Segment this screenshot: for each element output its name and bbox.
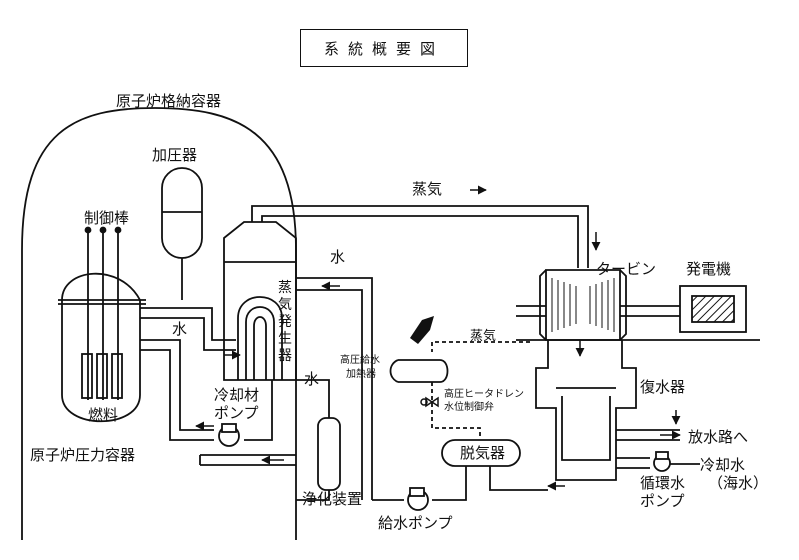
fuel-label: 燃料	[88, 406, 119, 424]
purification-label: 浄化装置	[302, 490, 363, 508]
fuel-assemblies	[81, 353, 123, 399]
water-label-left: 水	[172, 320, 188, 338]
deaerator-label: 脱気器	[460, 444, 506, 462]
turbine-label: タービン	[596, 260, 657, 278]
drain-line	[431, 382, 481, 438]
diagram-title: 系統概要図	[300, 29, 468, 67]
steam-label-top: 蒸気	[412, 180, 443, 198]
main-steam-line	[251, 205, 589, 268]
feed-pump-icon	[407, 487, 429, 511]
purification-unit	[296, 379, 341, 501]
reactor-vessel-label: 原子炉圧力容器	[30, 446, 136, 464]
coolant-pump-label-2: ポンプ	[214, 404, 259, 422]
drain-valve-icon	[420, 396, 439, 408]
turbine-blades	[551, 278, 615, 332]
hp-feedwater-heater	[389, 359, 449, 383]
leak-marker-icon	[410, 316, 434, 344]
feedwater-pump-piping	[372, 466, 548, 501]
condenser	[535, 340, 637, 481]
circulating-pump-icon	[653, 451, 671, 472]
hp-heater-label-2: 加熱器	[346, 369, 376, 380]
condenser-label: 復水器	[640, 378, 686, 396]
cooling-water-lines	[616, 429, 700, 469]
drain-valve-label-2: 水位制御弁	[444, 402, 494, 413]
generator	[679, 285, 747, 333]
control-rods	[84, 226, 122, 400]
drain-valve-label-1: 高圧ヒータドレン	[444, 389, 524, 400]
water-label-top: 水	[330, 248, 346, 266]
steam-label-mid: 蒸気	[470, 329, 497, 344]
coolant-pump-label-1: 冷却材	[214, 386, 260, 404]
generator-label: 発電機	[686, 260, 732, 278]
containment-vessel	[21, 107, 297, 540]
steam-generator	[223, 221, 297, 381]
control-rods-label: 制御棒	[84, 209, 130, 227]
pressurizer-label: 加圧器	[152, 146, 198, 164]
containment-label: 原子炉格納容器	[116, 92, 222, 110]
cooling-water-label-1: 冷却水	[700, 456, 746, 474]
reactor-pressure-vessel	[58, 272, 146, 422]
feed-pump-label: 給水ポンプ	[378, 514, 453, 532]
steam-generator-label: 蒸気発生器	[278, 280, 292, 364]
feedwater-line	[296, 277, 373, 500]
water-label-right: 水	[304, 370, 320, 388]
discharge-label: 放水路へ	[688, 428, 749, 446]
coolant-pump-icon	[218, 423, 240, 447]
pressurizer	[161, 167, 203, 300]
deaerator	[441, 439, 521, 467]
turbine	[516, 269, 680, 341]
hp-heater-label-1: 高圧給水	[340, 355, 380, 366]
cooling-water-label-2: （海水）	[708, 474, 769, 492]
extraction-steam-line	[431, 341, 530, 352]
circ-pump-label-1: 循環水	[640, 474, 686, 492]
circ-pump-label-2: ポンプ	[640, 492, 685, 510]
